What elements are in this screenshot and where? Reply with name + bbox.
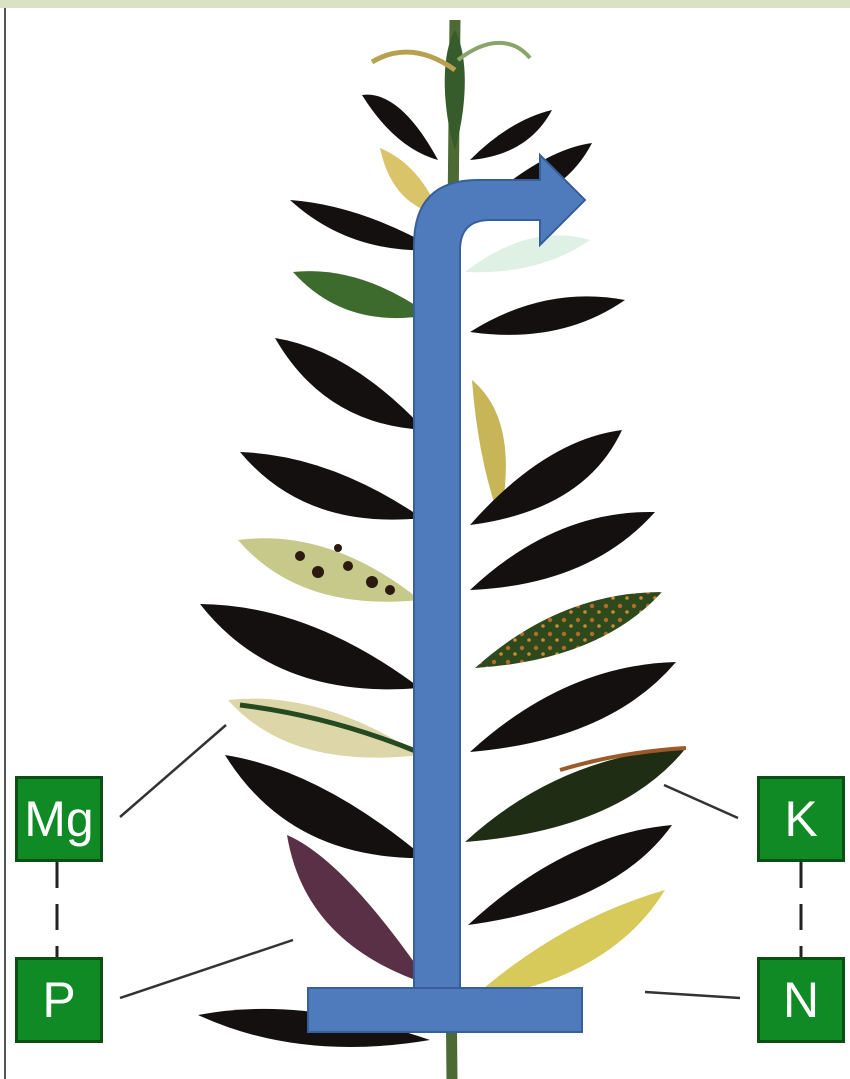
mg-label: Mg [24,794,93,844]
leaf-right-6 [470,662,676,752]
p-label: P [42,975,75,1025]
p-label-box: P [15,957,103,1043]
mg-label-box: Mg [15,776,103,862]
n-label: N [783,975,819,1025]
mg-connector-line [120,725,226,817]
p-connector-line [120,940,293,998]
leaf-right-3 [470,296,625,335]
leaf-left-6 [225,755,425,858]
leaf-right-pale [465,235,590,272]
leaf-left-4 [240,452,422,520]
k-label-box: K [757,776,845,862]
leaf-right-5 [470,512,655,590]
n-connector-line [645,992,740,998]
k-label: K [784,794,817,844]
leaf-right-mottled [475,592,662,668]
n-label-box: N [757,957,845,1043]
leaf-left-5 [200,604,420,689]
leaf-left-green-veined [293,271,430,318]
k-connector-line [664,785,738,818]
leaf-right-1 [470,110,552,160]
leaf-left-1 [362,95,438,160]
leaf-left-3 [275,338,425,430]
